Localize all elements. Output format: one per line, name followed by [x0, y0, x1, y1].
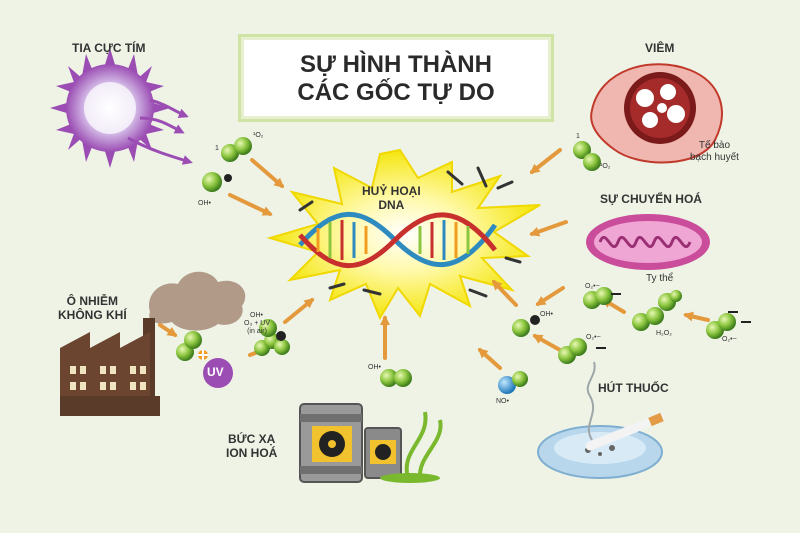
lymphocyte-label: Tế bào bạch huyết [690, 140, 739, 163]
singlet-oxygen-label-inflammation: ¹O₂ [600, 163, 611, 170]
nitric-oxide-label: NO• [496, 398, 509, 405]
radical-marks [596, 293, 751, 349]
pollution-label: Ô NHIỄM KHÔNG KHÍ [58, 294, 127, 322]
uv-badge-label: UV [207, 365, 224, 379]
hydroxyl-molecule-pollution [259, 319, 286, 341]
one-label: 1 [215, 145, 219, 152]
hydrogen-peroxide-label: H₂O₂ [656, 330, 672, 337]
hydroxyl-molecule-radiation [380, 369, 412, 387]
mitochondrion-icon [586, 214, 710, 270]
uv-label: TIA CỰC TÍM [72, 41, 146, 55]
ozone-label: O₃ + UV (in air) [244, 320, 270, 335]
title-line-1: SỰ HÌNH THÀNH [300, 51, 492, 78]
uv-rays [127, 98, 193, 165]
ashtray-icon [537, 361, 665, 479]
mitochondria-label: Ty thể [646, 273, 674, 284]
superoxide-molecule-metabolism-2 [706, 313, 736, 339]
uv-badge-icon [198, 350, 233, 388]
superoxide-molecule-metabolism-1 [583, 287, 613, 309]
superoxide-label-1: O₂•− [585, 283, 600, 290]
hydroxyl-label-uv: OH• [198, 200, 211, 207]
hydroxyl-molecule-uv [202, 172, 232, 192]
radiation-label: BỨC XẠ ION HOÁ [226, 432, 278, 460]
dna-damage-label: HUỶ HOẠI DNA [362, 184, 421, 212]
title-line-2: CÁC GỐC TỰ DO [297, 79, 495, 106]
singlet-oxygen-molecule-uv [221, 137, 252, 162]
superoxide-molecule-metabolism-3 [558, 338, 587, 364]
oxygen-pair-pollution [176, 331, 202, 361]
radiation-barrels-icon [299, 403, 443, 483]
metabolism-label: SỰ CHUYỂN HOÁ [600, 192, 702, 206]
singlet-oxygen-molecule-inflammation [573, 141, 601, 171]
uv-sun-icon [50, 48, 170, 168]
inflammation-label: VIÊM [645, 41, 675, 55]
hydroxyl-label-radiation: OH• [368, 364, 381, 371]
hydrogen-peroxide-molecule [632, 290, 682, 331]
hydroxyl-molecule-metabolism [512, 315, 540, 337]
nitric-oxide-molecule [498, 371, 528, 394]
singlet-oxygen-label-uv: ¹O₂ [253, 132, 264, 139]
one-label-inflammation: 1 [576, 133, 580, 140]
superoxide-label-2: O₂•− [722, 336, 737, 343]
superoxide-label-3: O₂•− [586, 334, 601, 341]
hydroxyl-label-pollution: OH• [250, 312, 263, 319]
smoking-label: HÚT THUỐC [598, 381, 669, 395]
molecules [176, 137, 736, 394]
title-box: SỰ HÌNH THÀNH CÁC GỐC TỰ DO [238, 34, 554, 122]
dna-helix-icon [298, 166, 522, 298]
factory-icon [60, 271, 246, 416]
hydroxyl-label-metabolism: OH• [540, 311, 553, 318]
inflammation-cell-icon [590, 63, 723, 164]
